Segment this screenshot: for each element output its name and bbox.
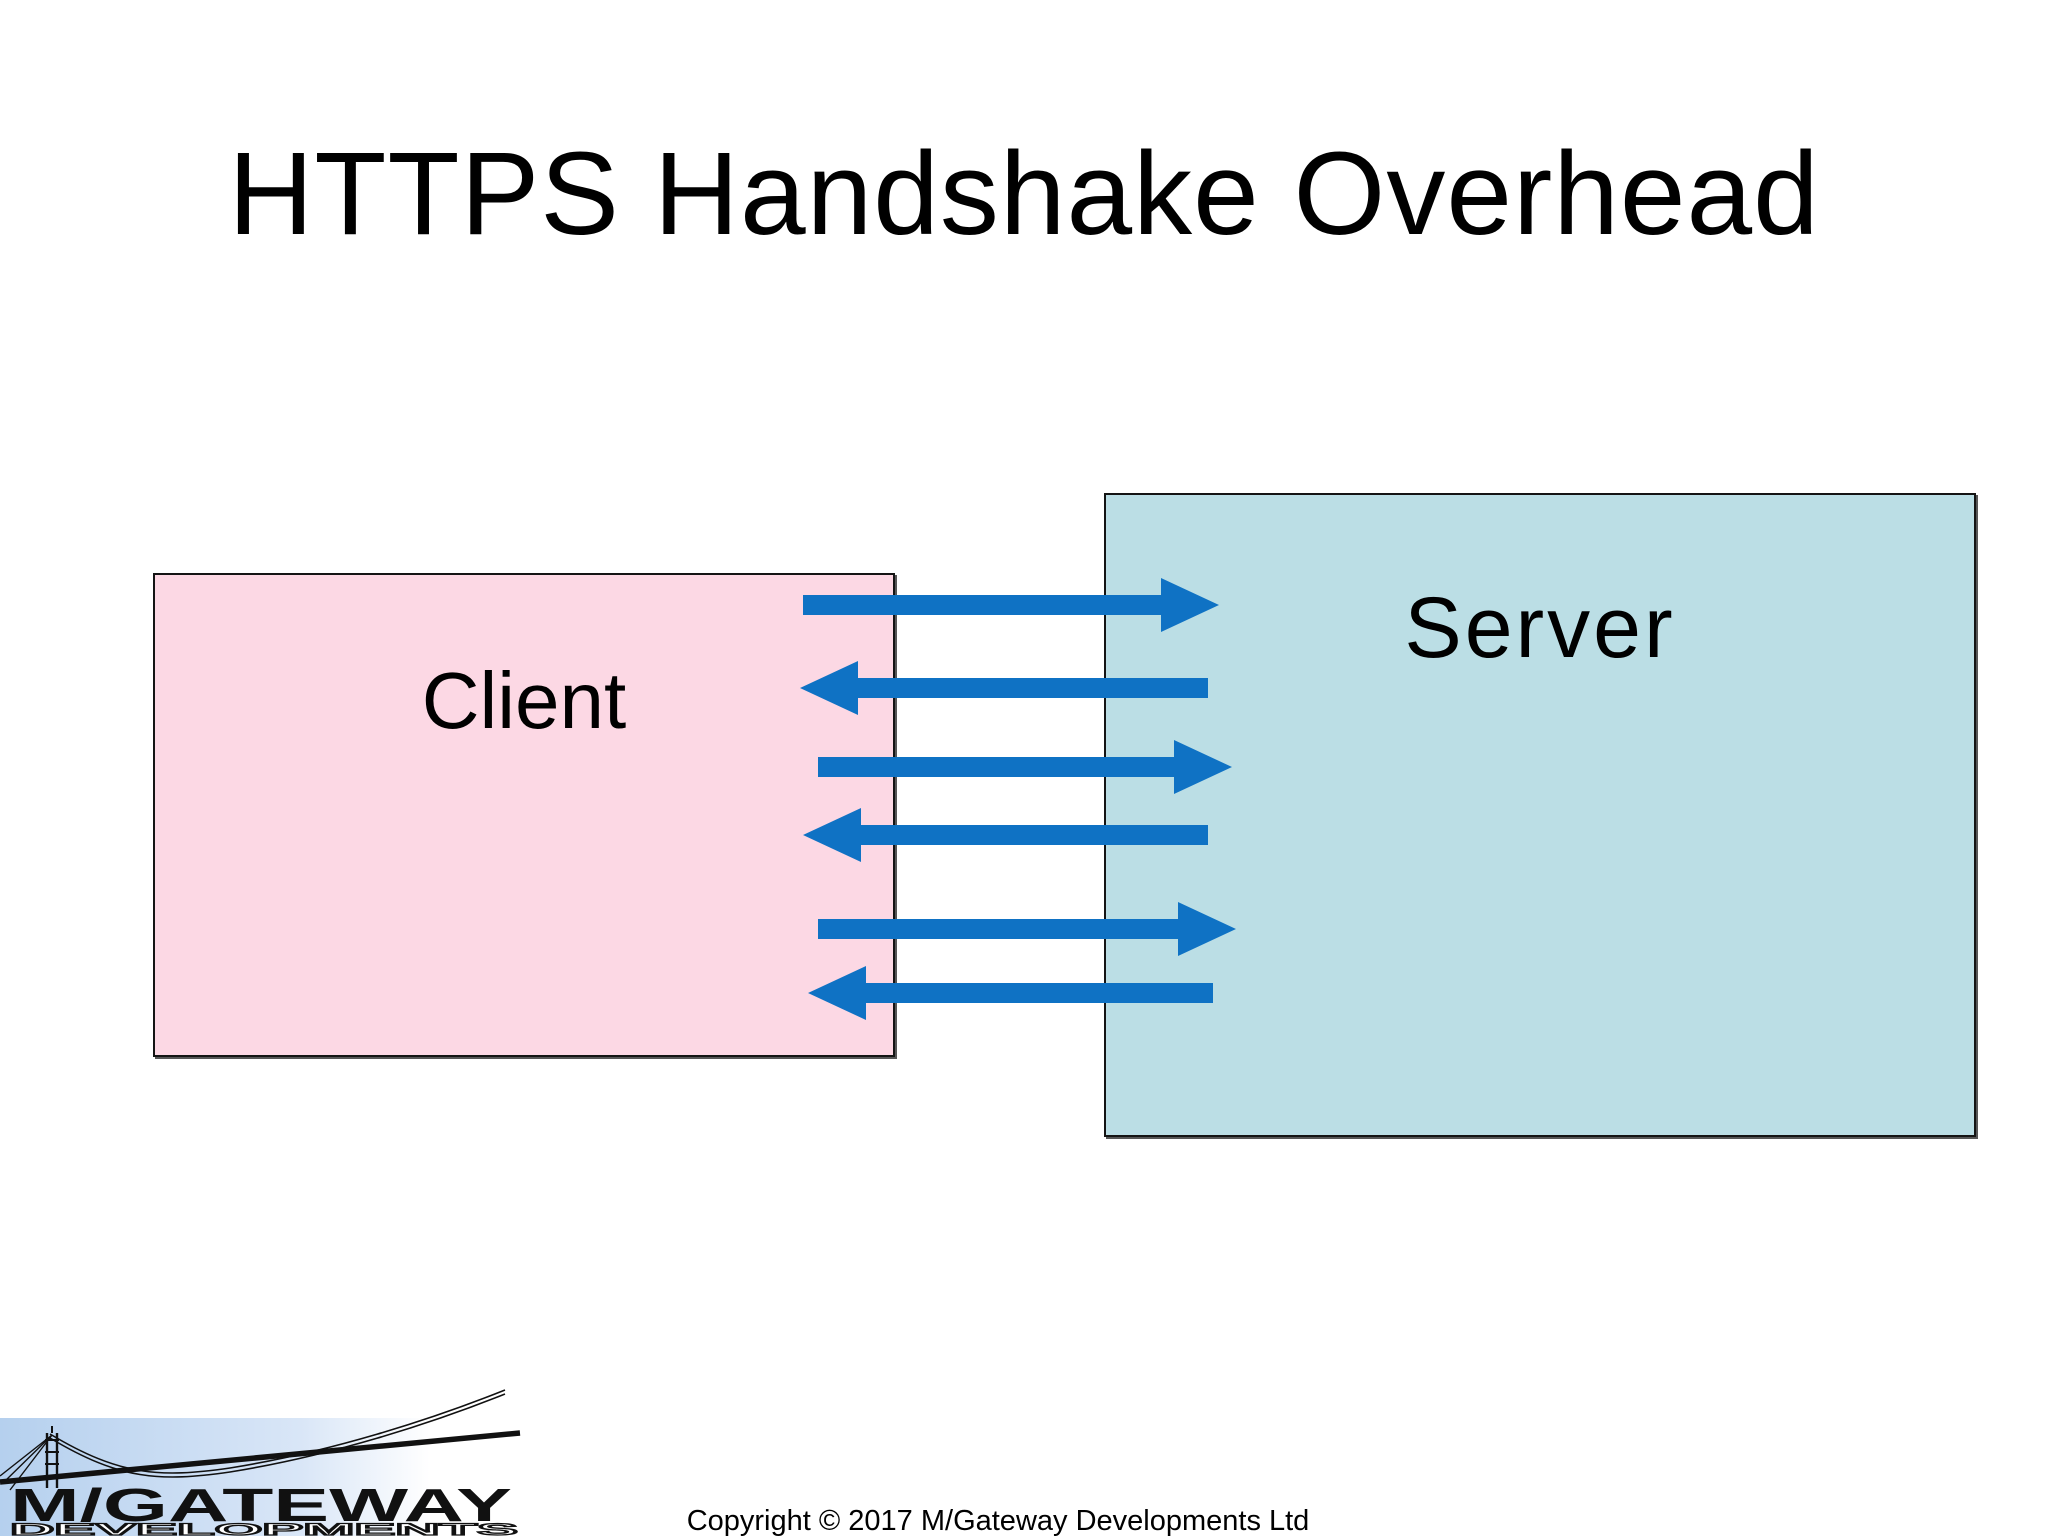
company-logo: M/GATEWAY DEVELOPMENTS [0, 1389, 521, 1536]
logo-text-line2: DEVELOPMENTS [10, 1520, 518, 1536]
page-title: HTTPS Handshake Overhead [228, 128, 1820, 260]
logo-text-line1: M/GATEWAY [10, 1479, 512, 1531]
client-label: Client [421, 656, 627, 745]
client-box: Client [153, 573, 895, 1057]
server-label: Server [1404, 580, 1676, 676]
footer-copyright: Copyright © 2017 M/Gateway Developments … [686, 1505, 1310, 1536]
server-box: Server [1104, 493, 1976, 1137]
bridge-icon [0, 1389, 521, 1491]
